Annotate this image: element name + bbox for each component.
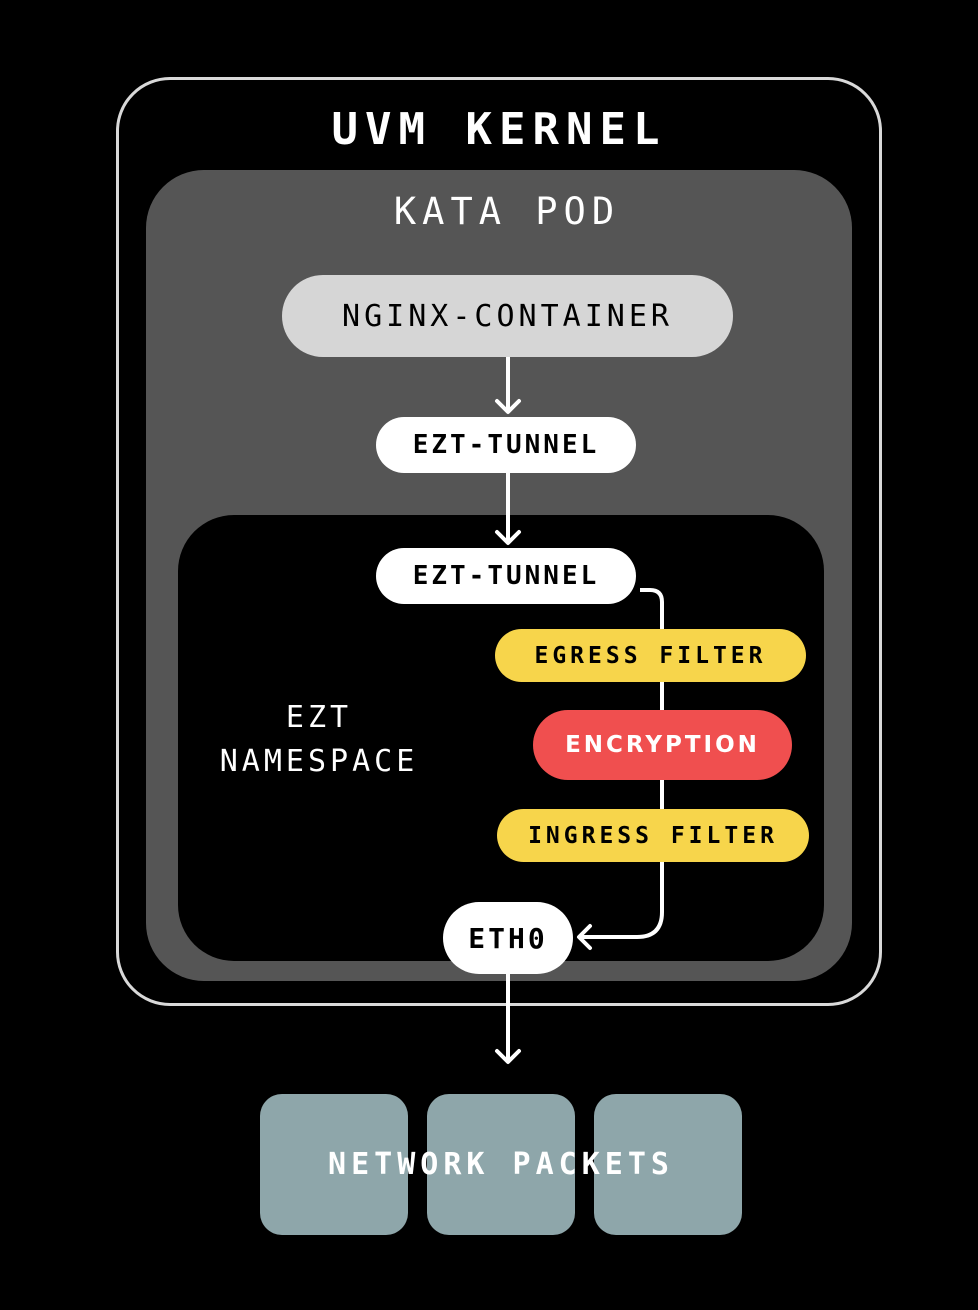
arrow-tunnel-to-tunnel: [495, 473, 521, 545]
network-packet-block: [594, 1094, 742, 1235]
nginx-container-node: NGINX-CONTAINER: [282, 275, 733, 357]
network-packet-block: [427, 1094, 575, 1235]
ezt-namespace-label: EZT NAMESPACE: [204, 696, 434, 784]
uvm-kernel-title: UVM KERNEL: [331, 104, 667, 155]
ezt-tunnel-node-outer: EZT-TUNNEL: [376, 417, 636, 473]
arrow-eth0-to-packets: [495, 974, 521, 1064]
encryption-node: ENCRYPTION: [533, 710, 792, 780]
kata-pod-title: KATA POD: [393, 190, 621, 233]
ingress-filter-node: INGRESS FILTER: [497, 809, 809, 862]
eth0-node: ETH0: [443, 902, 573, 974]
ezt-namespace-label-line1: EZT: [285, 700, 353, 735]
ezt-namespace-label-line2: NAMESPACE: [219, 744, 419, 779]
network-packet-block: [260, 1094, 408, 1235]
egress-filter-node: EGRESS FILTER: [495, 629, 806, 682]
ezt-tunnel-node-inner: EZT-TUNNEL: [376, 548, 636, 604]
arrow-nginx-to-tunnel: [495, 357, 521, 414]
network-packets-label: NETWORK PACKETS: [328, 1147, 674, 1182]
